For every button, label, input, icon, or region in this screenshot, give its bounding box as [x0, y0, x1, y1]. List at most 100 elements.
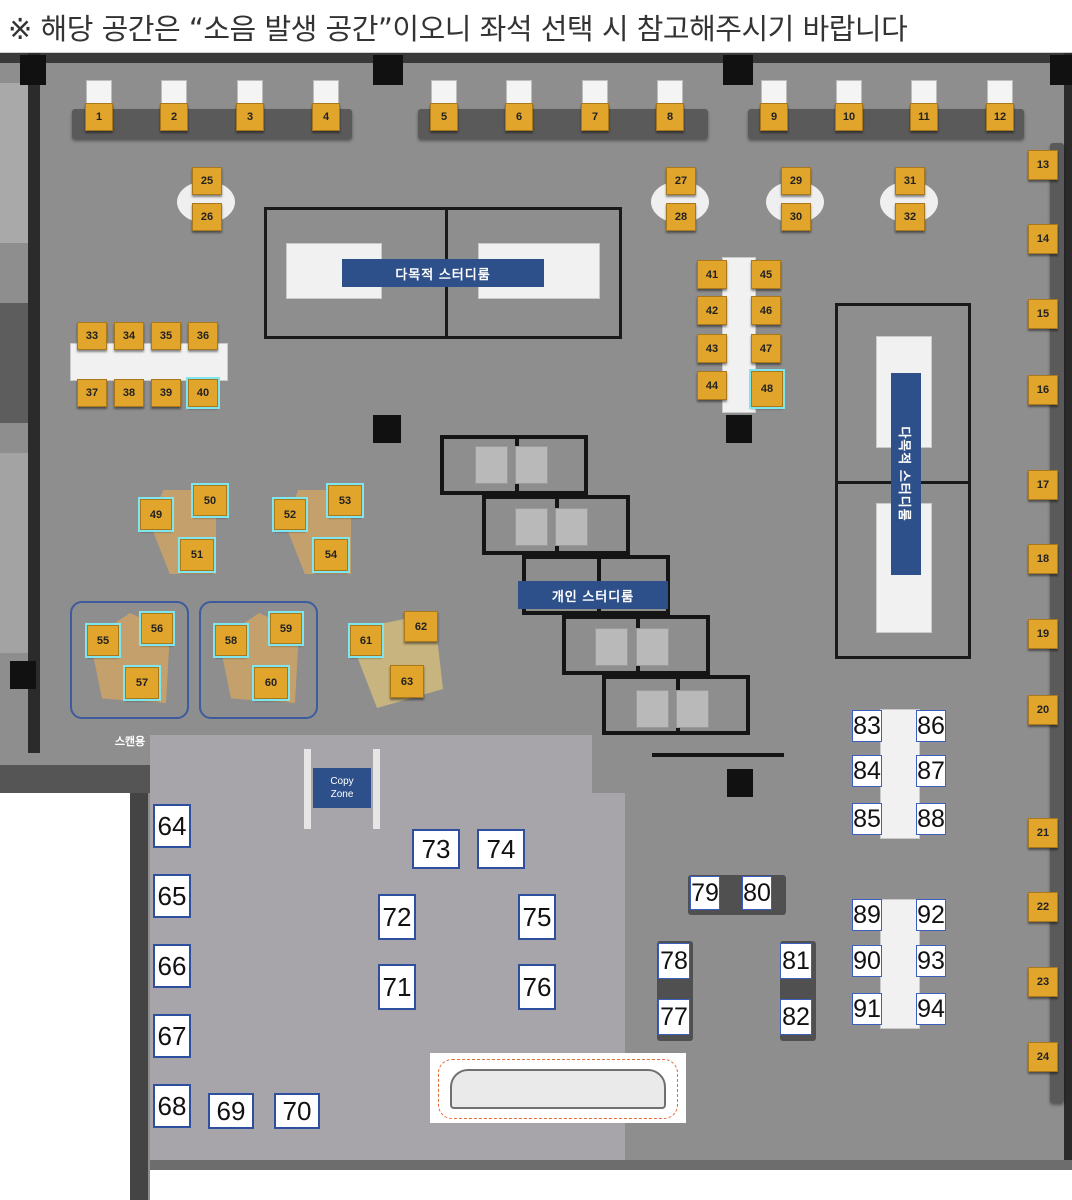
bottom-outside — [150, 1170, 1072, 1200]
seat-25[interactable]: 25 — [192, 167, 222, 195]
chair — [431, 80, 457, 105]
seat-7[interactable]: 7 — [581, 103, 609, 131]
seat-22[interactable]: 22 — [1028, 892, 1058, 922]
seat-5[interactable]: 5 — [430, 103, 458, 131]
seat-78[interactable]: 78 — [658, 943, 690, 979]
seat-71[interactable]: 71 — [378, 964, 416, 1010]
seat-23[interactable]: 23 — [1028, 967, 1058, 997]
seat-54[interactable]: 54 — [312, 537, 350, 573]
seat-92[interactable]: 92 — [916, 899, 946, 931]
seat-46[interactable]: 46 — [751, 296, 781, 325]
seat-29[interactable]: 29 — [781, 167, 811, 195]
seat-79[interactable]: 79 — [690, 876, 720, 910]
seat-90[interactable]: 90 — [852, 945, 882, 977]
seat-37[interactable]: 37 — [77, 379, 107, 407]
multi-room-top[interactable] — [264, 207, 622, 339]
seat-36[interactable]: 36 — [188, 322, 218, 350]
seat-63[interactable]: 63 — [390, 665, 424, 698]
seat-52[interactable]: 52 — [272, 497, 308, 532]
seat-85[interactable]: 85 — [852, 803, 882, 835]
seat-6[interactable]: 6 — [505, 103, 533, 131]
seat-30[interactable]: 30 — [781, 203, 811, 231]
seat-33[interactable]: 33 — [77, 322, 107, 350]
seat-89[interactable]: 89 — [852, 899, 882, 931]
seat-8[interactable]: 8 — [656, 103, 684, 131]
seat-62[interactable]: 62 — [404, 611, 438, 642]
seat-32[interactable]: 32 — [895, 203, 925, 231]
seat-74[interactable]: 74 — [477, 829, 525, 869]
seat-53[interactable]: 53 — [326, 483, 364, 518]
seat-34[interactable]: 34 — [114, 322, 144, 350]
seat-56[interactable]: 56 — [139, 611, 175, 646]
seat-76[interactable]: 76 — [518, 964, 556, 1010]
copy-zone-line1: Copy — [330, 776, 354, 787]
seat-69[interactable]: 69 — [208, 1093, 254, 1129]
seat-80[interactable]: 80 — [742, 876, 772, 910]
seat-41[interactable]: 41 — [697, 260, 727, 289]
seat-86[interactable]: 86 — [916, 710, 946, 742]
seat-73[interactable]: 73 — [412, 829, 460, 869]
seat-67[interactable]: 67 — [153, 1014, 191, 1058]
seat-12[interactable]: 12 — [986, 103, 1014, 131]
seat-27[interactable]: 27 — [666, 167, 696, 195]
seat-1[interactable]: 1 — [85, 103, 113, 131]
seat-21[interactable]: 21 — [1028, 818, 1058, 848]
seat-64[interactable]: 64 — [153, 804, 191, 848]
seat-19[interactable]: 19 — [1028, 619, 1058, 649]
seat-93[interactable]: 93 — [916, 945, 946, 977]
seat-14[interactable]: 14 — [1028, 224, 1058, 254]
seat-50[interactable]: 50 — [191, 483, 229, 518]
seat-55[interactable]: 55 — [85, 623, 121, 658]
seat-13[interactable]: 13 — [1028, 150, 1058, 180]
seat-20[interactable]: 20 — [1028, 695, 1058, 725]
seat-28[interactable]: 28 — [666, 203, 696, 231]
seat-42[interactable]: 42 — [697, 296, 727, 325]
seat-87[interactable]: 87 — [916, 755, 946, 787]
seat-39[interactable]: 39 — [151, 379, 181, 407]
seat-58[interactable]: 58 — [213, 623, 249, 658]
seat-11[interactable]: 11 — [910, 103, 938, 131]
seat-38[interactable]: 38 — [114, 379, 144, 407]
seat-91[interactable]: 91 — [852, 993, 882, 1025]
seat-2[interactable]: 2 — [160, 103, 188, 131]
seat-61[interactable]: 61 — [348, 623, 384, 658]
seat-31[interactable]: 31 — [895, 167, 925, 195]
multi-room-right[interactable] — [835, 303, 971, 659]
seat-15[interactable]: 15 — [1028, 299, 1058, 329]
seat-60[interactable]: 60 — [252, 665, 290, 701]
seat-4[interactable]: 4 — [312, 103, 340, 131]
seat-70[interactable]: 70 — [274, 1093, 320, 1129]
seat-77[interactable]: 77 — [658, 999, 690, 1035]
seat-84[interactable]: 84 — [852, 755, 882, 787]
seat-72[interactable]: 72 — [378, 894, 416, 940]
seat-75[interactable]: 75 — [518, 894, 556, 940]
seat-43[interactable]: 43 — [697, 334, 727, 363]
seat-65[interactable]: 65 — [153, 874, 191, 918]
seat-18[interactable]: 18 — [1028, 544, 1058, 574]
seat-59[interactable]: 59 — [268, 611, 304, 646]
seat-66[interactable]: 66 — [153, 944, 191, 988]
seat-94[interactable]: 94 — [916, 993, 946, 1025]
seat-49[interactable]: 49 — [138, 497, 174, 532]
seat-16[interactable]: 16 — [1028, 375, 1058, 405]
seat-51[interactable]: 51 — [178, 537, 216, 573]
seat-81[interactable]: 81 — [780, 943, 812, 979]
pillar — [373, 415, 401, 443]
seat-26[interactable]: 26 — [192, 203, 222, 231]
seat-68[interactable]: 68 — [153, 1084, 191, 1128]
seat-3[interactable]: 3 — [236, 103, 264, 131]
seat-9[interactable]: 9 — [760, 103, 788, 131]
seat-45[interactable]: 45 — [751, 260, 781, 289]
seat-57[interactable]: 57 — [123, 665, 161, 701]
seat-47[interactable]: 47 — [751, 334, 781, 363]
seat-35[interactable]: 35 — [151, 322, 181, 350]
seat-44[interactable]: 44 — [697, 371, 727, 400]
seat-24[interactable]: 24 — [1028, 1042, 1058, 1072]
seat-83[interactable]: 83 — [852, 710, 882, 742]
seat-10[interactable]: 10 — [835, 103, 863, 131]
seat-82[interactable]: 82 — [780, 999, 812, 1035]
seat-40[interactable]: 40 — [186, 377, 220, 409]
seat-17[interactable]: 17 — [1028, 470, 1058, 500]
seat-48[interactable]: 48 — [749, 369, 785, 409]
seat-88[interactable]: 88 — [916, 803, 946, 835]
